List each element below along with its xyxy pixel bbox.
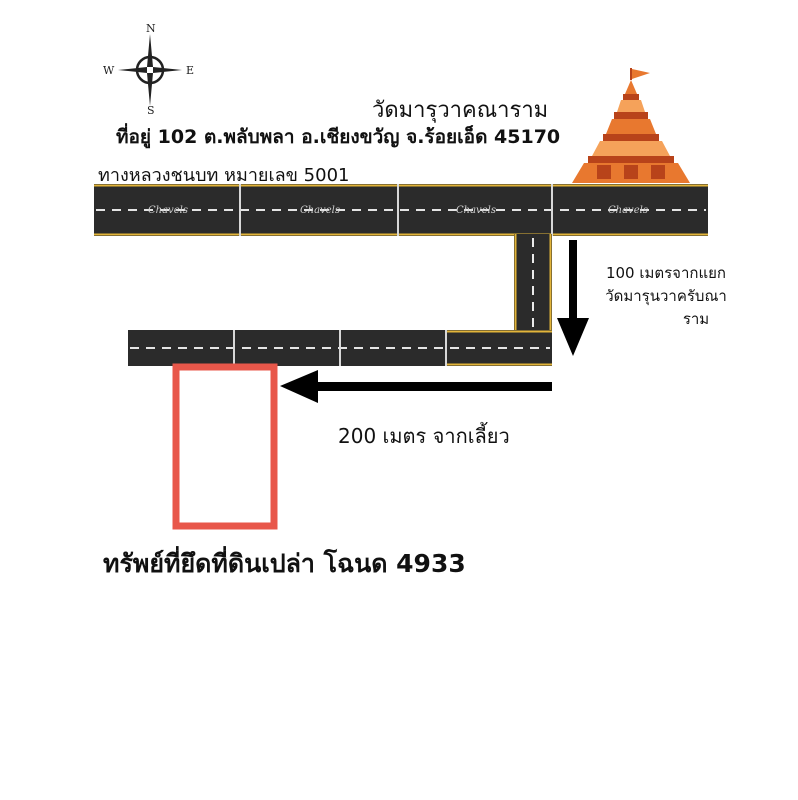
compass-west: W [103, 64, 115, 77]
left-arrow-icon [280, 370, 552, 403]
main-road: Chavels Chavels Chavels Chavels [94, 184, 708, 236]
distance-from-junction: 100 เมตรจากแยก วัดมารุนวาครับณา ราม [586, 262, 746, 331]
temple-name: วัดมารุวาคณาราม [372, 98, 549, 123]
temple-address: ที่อยู่ 102 ต.พลับพลา อ.เชียงขวัญ จ.ร้อย… [116, 126, 561, 148]
distance-from-turn: 200 เมตร จากเลี้ยว [338, 424, 510, 448]
compass-south: S [147, 104, 155, 117]
svg-text:Chavels: Chavels [456, 205, 496, 216]
property-label: ทรัพย์ที่ยึดที่ดินเปล่า โฉนด 4933 [103, 549, 466, 578]
compass-north: N [146, 22, 156, 35]
svg-text:Chavels: Chavels [148, 205, 188, 216]
distance-line-3: ราม [682, 310, 710, 328]
down-arrow-icon [557, 240, 589, 356]
pagoda-icon [572, 68, 690, 183]
svg-text:Chavels: Chavels [300, 205, 340, 216]
distance-line-2: วัดมารุนวาครับณา [605, 287, 727, 305]
highway-label: ทางหลวงชนบท หมายเลข 5001 [98, 165, 350, 186]
side-road-vertical [514, 234, 552, 332]
compass-rose-icon [118, 34, 182, 106]
compass-east: E [186, 64, 195, 77]
compass-rose: N S E W [98, 20, 202, 120]
side-road-horizontal [128, 330, 552, 366]
distance-line-1: 100 เมตรจากแยก [605, 264, 727, 282]
svg-text:Chavels: Chavels [608, 205, 648, 216]
land-plot-outline [172, 363, 278, 530]
